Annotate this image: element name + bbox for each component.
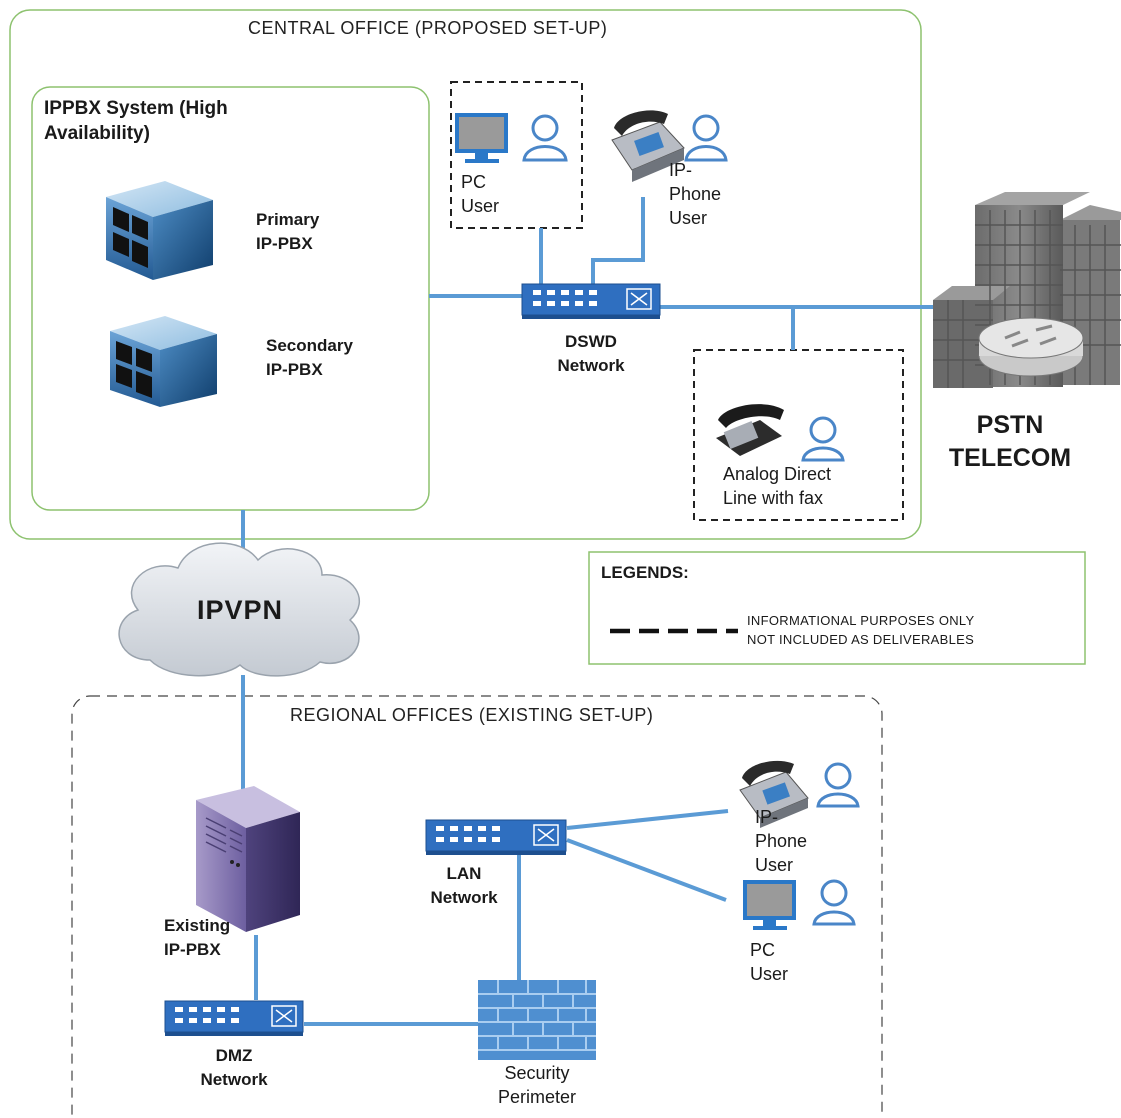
ipvpn-label: IPVPN [196, 595, 284, 625]
legend-title: LEGENDS: [601, 563, 689, 582]
analog-user-person-icon [801, 416, 845, 462]
central-office-title: CENTRAL OFFICE (PROPOSED SET-UP) [248, 18, 608, 38]
ip-phone-user-label-line1: IP- [669, 160, 693, 180]
ip-phone-icon [611, 110, 685, 182]
lan-network-label-line1: LAN [446, 864, 482, 883]
primary-ippbx-label-line1: Primary [256, 210, 320, 229]
regional-pc-monitor-icon [743, 880, 796, 930]
dmz-network-label-line2: Network [200, 1070, 268, 1089]
lan-switch-icon [425, 819, 567, 855]
regional-pc-user-label-line2: User [750, 964, 789, 984]
analog-phone-icon [716, 404, 784, 456]
secondary-ippbx-server-icon [110, 316, 217, 407]
pc-user-label-line2: User [461, 196, 500, 216]
dmz-switch-icon [164, 1000, 304, 1036]
secondary-ippbx-label-line1: Secondary [266, 336, 353, 355]
security-perimeter-label-line1: Security [504, 1063, 570, 1083]
pc-user-label-line1: PC [461, 172, 487, 192]
legend-frame [588, 551, 1086, 665]
regional-offices-title: REGIONAL OFFICES (EXISTING SET-UP) [290, 705, 654, 725]
regional-ip-phone-label-line1: IP- [755, 807, 779, 827]
regional-offices-frame [71, 695, 883, 1118]
pstn-label-line1: PSTN [976, 411, 1044, 439]
regional-ip-phone-label-line3: User [755, 855, 794, 875]
regional-pc-user-label-line1: PC [750, 940, 776, 960]
link-ipphone-dswd [591, 197, 645, 285]
ippbx-system-title-line1: IPPBX System (High [44, 98, 228, 119]
security-perimeter-label-line2: Perimeter [497, 1087, 577, 1107]
primary-ippbx-server-icon [106, 181, 213, 280]
analog-direct-label-line1: Analog Direct [723, 464, 832, 484]
link-lan-ipphone [566, 809, 729, 830]
regional-ip-phone-user-person-icon [816, 762, 860, 808]
regional-ip-phone-label-line2: Phone [755, 831, 808, 851]
security-perimeter-firewall-icon [478, 980, 596, 1060]
ip-phone-user-label-line2: Phone [669, 184, 722, 204]
ip-phone-user-label-line3: User [669, 208, 708, 228]
ip-phone-user-person-icon [684, 114, 728, 162]
ippbx-system-title-line2: Availability) [44, 123, 150, 144]
analog-dashed-box [693, 349, 904, 521]
lan-network-label-line2: Network [430, 888, 498, 907]
pstn-building-icon [933, 192, 1121, 388]
link-lan-pc [566, 838, 727, 902]
pc-monitor-icon [455, 113, 508, 163]
analog-direct-label-line2: Line with fax [723, 488, 824, 508]
ippbx-system-frame [31, 86, 430, 511]
pstn-label-line2: TELECOM [948, 444, 1072, 472]
pc-user-dashed-box [450, 81, 583, 229]
dswd-network-label-line1: DSWD [565, 332, 617, 351]
secondary-ippbx-label-line2: IP-PBX [266, 360, 323, 379]
existing-ippbx-label-line1: Existing [164, 916, 231, 935]
dswd-network-label-line2: Network [557, 356, 625, 375]
dmz-network-label-line1: DMZ [215, 1046, 253, 1065]
existing-ippbx-label-line2: IP-PBX [164, 940, 221, 959]
primary-ippbx-label-line2: IP-PBX [256, 234, 313, 253]
legend-text-line1: INFORMATIONAL PURPOSES ONLY [747, 613, 975, 628]
existing-ippbx-tower-icon [196, 786, 300, 932]
central-office-frame [9, 9, 922, 540]
regional-pc-user-person-icon [812, 879, 856, 926]
dswd-switch-icon [521, 283, 661, 319]
legend-text-line2: NOT INCLUDED AS DELIVERABLES [747, 632, 975, 647]
pc-user-person-icon [522, 114, 568, 162]
regional-ip-phone-icon [739, 760, 809, 828]
ipvpn-cloud [118, 542, 361, 677]
